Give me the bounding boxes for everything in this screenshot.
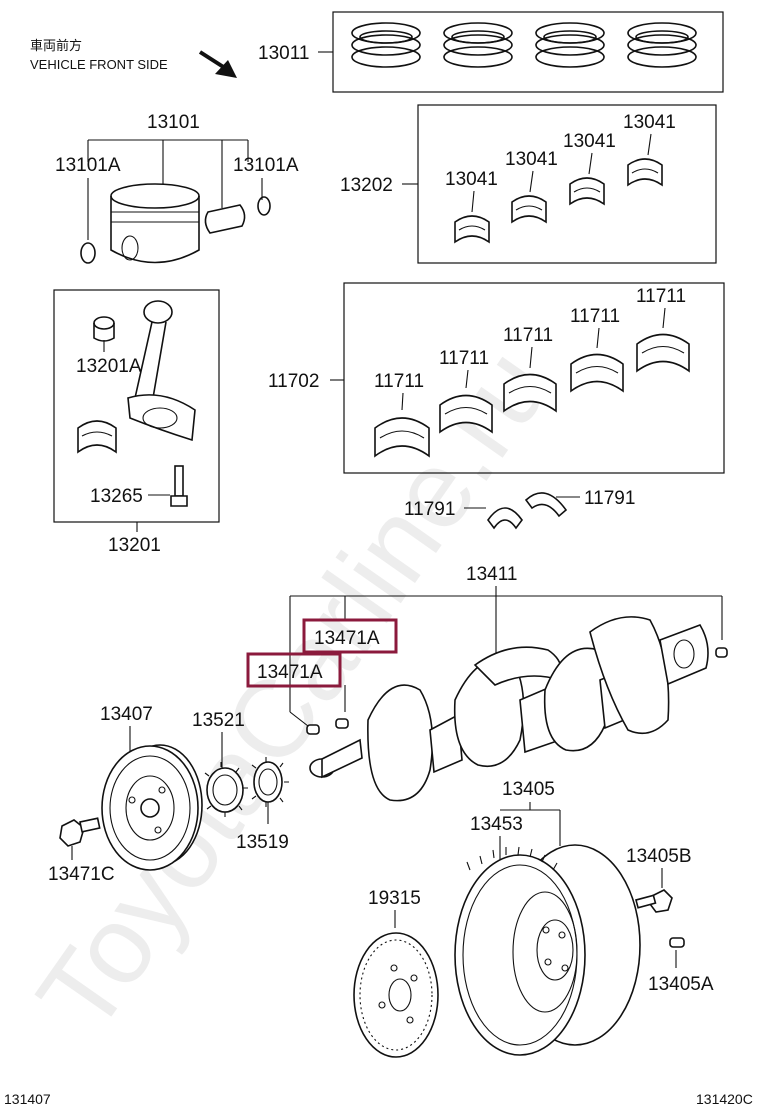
label-13101A-right: 13101A: [233, 155, 299, 176]
rod-bolt-icon: [170, 465, 188, 507]
piston-ring-icon: [351, 22, 421, 68]
conrod-bearing-leaders: [471, 133, 652, 213]
piston-ring-icon: [535, 22, 605, 68]
flywheel-icon: [454, 844, 641, 1056]
direction-jp: 車両前方: [30, 38, 82, 53]
label-13201A: 13201A: [76, 356, 142, 377]
label-13521: 13521: [192, 710, 245, 731]
label-13041-c: 13041: [563, 131, 616, 152]
highlight-13471A-top: [302, 618, 398, 654]
piston-ring-icon: [627, 22, 697, 68]
label-13202: 13202: [340, 175, 393, 196]
label-13471C: 13471C: [48, 864, 115, 885]
sprocket-icon: [251, 757, 289, 807]
bearing-shell-icon: [636, 333, 690, 373]
label-13453: 13453: [470, 814, 523, 835]
piston-ring-set-box: [318, 11, 724, 93]
timing-gear-icon: [204, 762, 248, 817]
main-bearing-leaders: [401, 307, 666, 411]
footer-right-code: 131420C: [696, 1091, 753, 1107]
label-13471A-bottom: 13471A: [257, 662, 323, 683]
label-11711-e: 11711: [636, 286, 686, 307]
crankshaft-pulley-icon: [101, 744, 203, 871]
bearing-shell-icon: [374, 417, 430, 458]
signal-plate-icon: [353, 932, 439, 1058]
label-13265: 13265: [90, 486, 143, 507]
label-11711-d: 11711: [570, 306, 620, 327]
label-13041-b: 13041: [505, 149, 558, 170]
crankshaft-leaders: [289, 586, 723, 727]
label-13041-d: 13041: [623, 112, 676, 133]
bearing-shell-icon: [503, 373, 557, 413]
key-icon: [335, 718, 349, 729]
footer-left-code: 131407: [4, 1091, 51, 1107]
label-11711-c: 11711: [503, 325, 553, 346]
snap-ring-icon: [257, 196, 271, 216]
label-11711-b: 11711: [439, 348, 489, 369]
label-13041-a: 13041: [445, 169, 498, 190]
bearing-shell-icon: [77, 420, 117, 454]
pin-icon: [715, 647, 728, 658]
highlight-13471A-bottom: [246, 652, 342, 688]
label-13405B: 13405B: [626, 846, 692, 867]
bearing-shell-icon: [627, 158, 663, 187]
thrust-washer-icon: [524, 492, 568, 518]
flywheel-bolt-icon: [635, 889, 673, 913]
label-13405A: 13405A: [648, 974, 714, 995]
label-11702: 11702: [268, 371, 319, 392]
piston-leader-lines: [87, 139, 263, 240]
thrust-washer-icon: [487, 507, 523, 530]
piston-icon: [110, 183, 200, 264]
label-13407: 13407: [100, 704, 153, 725]
label-13101: 13101: [147, 112, 200, 133]
piston-pin-icon: [204, 204, 246, 234]
label-13201: 13201: [108, 535, 161, 556]
key-icon: [306, 724, 320, 735]
bearing-shell-icon: [511, 195, 547, 224]
bearing-shell-icon: [454, 215, 490, 244]
bearing-shell-icon: [439, 394, 493, 434]
piston-ring-icon: [443, 22, 513, 68]
direction-arrow-icon: [198, 50, 237, 78]
main-bearing-box: [343, 282, 725, 474]
label-13471A-top: 13471A: [314, 628, 380, 649]
connecting-rod-icon: [127, 300, 196, 442]
label-11791-right: 11791: [584, 488, 635, 509]
label-13011: 13011: [258, 43, 309, 64]
label-13519: 13519: [236, 832, 289, 853]
bearing-shell-icon: [569, 177, 605, 206]
snap-ring-icon: [80, 242, 96, 264]
pin-icon: [669, 937, 685, 948]
direction-en: VEHICLE FRONT SIDE: [30, 57, 168, 72]
label-13405: 13405: [502, 779, 555, 800]
crankshaft-icon: [309, 616, 709, 802]
bearing-shell-icon: [570, 353, 624, 393]
label-19315: 19315: [368, 888, 421, 909]
label-11711-a: 11711: [374, 371, 424, 392]
label-11791-left: 11791: [404, 499, 455, 520]
label-13411: 13411: [466, 564, 517, 585]
small-end-bushing-icon: [93, 316, 115, 342]
pulley-bolt-icon: [59, 817, 101, 847]
label-13101A-left: 13101A: [55, 155, 121, 176]
